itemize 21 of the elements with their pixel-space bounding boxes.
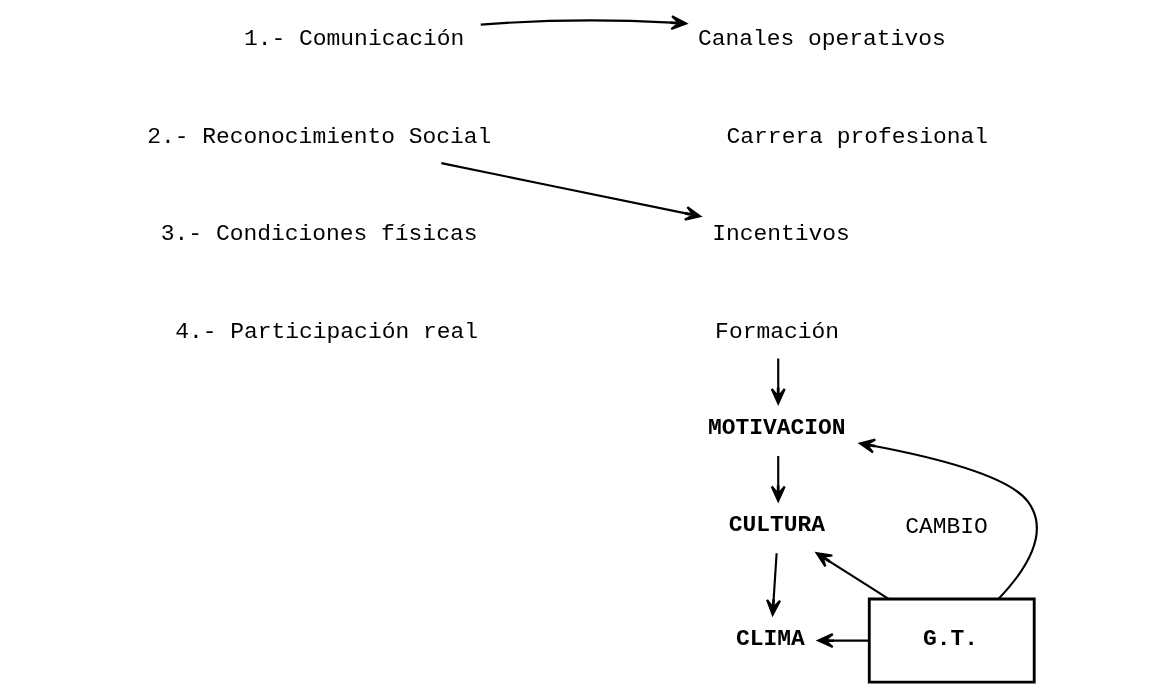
label: CAMBIO <box>904 513 988 540</box>
node-text: Carrera profesional <box>726 123 988 150</box>
arrow <box>765 553 781 616</box>
node-text: 3.- Condiciones físicas <box>160 221 477 248</box>
node-text: Incentivos <box>711 221 850 248</box>
arrow <box>816 633 869 649</box>
arrow <box>440 162 701 221</box>
node-text: CULTURA <box>728 512 825 539</box>
node-box: G.T. <box>867 597 1036 684</box>
node-text: CLIMA <box>735 625 805 652</box>
arrow <box>815 552 889 600</box>
arrow <box>858 438 1038 600</box>
node-text: Canales operativos <box>697 26 946 53</box>
arrow <box>480 15 687 31</box>
arrow <box>770 456 786 502</box>
node-text: 4.- Participación real <box>174 318 478 345</box>
node-text: 1.- Comunicación <box>243 26 464 53</box>
arrow <box>770 358 786 405</box>
node-text: MOTIVACION <box>707 414 846 441</box>
node-text: 2.- Reconocimiento Social <box>146 123 491 150</box>
node-text: Formación <box>714 318 839 345</box>
